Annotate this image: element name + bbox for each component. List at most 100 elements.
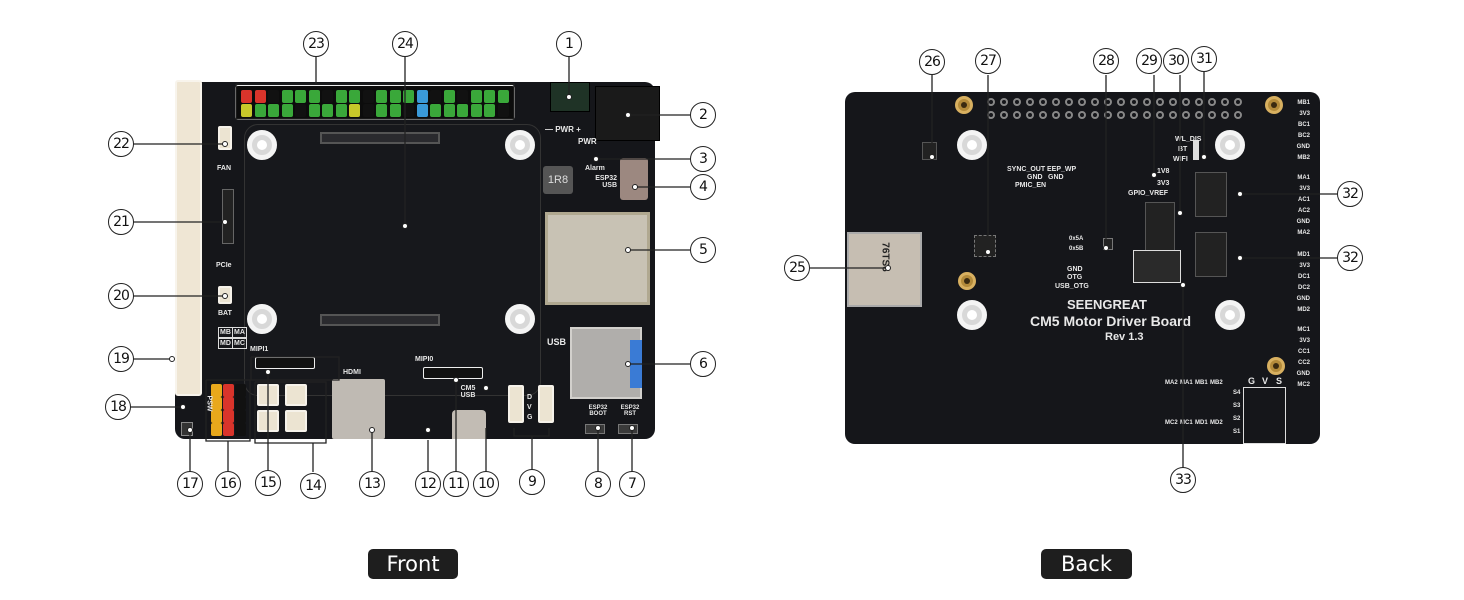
callout-30: 30 bbox=[1163, 48, 1189, 74]
inductor: 1R8 bbox=[543, 166, 573, 194]
callout-8: 8 bbox=[585, 471, 611, 497]
gpio-pin bbox=[322, 90, 333, 103]
dip-switch[interactable] bbox=[1133, 250, 1181, 283]
gpio-pin bbox=[349, 90, 360, 103]
mount-hole bbox=[505, 130, 535, 160]
gpio-pin bbox=[295, 90, 306, 103]
callout-27: 27 bbox=[975, 48, 1001, 74]
motor-connector-d bbox=[285, 410, 307, 432]
callout-7: 7 bbox=[619, 471, 645, 497]
psw-label: PSW bbox=[205, 395, 213, 412]
gpio-pin bbox=[484, 104, 495, 117]
servo-pin bbox=[211, 410, 222, 423]
callout-5: 5 bbox=[690, 237, 716, 263]
callout-16: 16 bbox=[215, 471, 241, 497]
motor-pin-label: MC2 bbox=[1165, 420, 1178, 426]
brass-standoff bbox=[955, 96, 973, 114]
header-hole bbox=[1091, 111, 1099, 119]
usb-label: USB bbox=[547, 337, 567, 347]
callout-13: 13 bbox=[359, 471, 385, 497]
servo-pin bbox=[211, 423, 222, 436]
motor-pin-label: MD2 bbox=[1210, 420, 1223, 426]
front-label: Front bbox=[368, 549, 458, 579]
servo-row-label: S4 bbox=[1233, 390, 1241, 396]
header-hole bbox=[1234, 98, 1242, 106]
back-board: 76TS6 SYNC_OUT EEP_WP GND GND PMIC_EN 1V… bbox=[845, 92, 1320, 444]
revision-label: Rev 1.3 bbox=[1105, 331, 1144, 343]
pcie-label: PCIe bbox=[216, 262, 232, 269]
motor-grid-mb: MB bbox=[218, 327, 233, 338]
motor-connector-b bbox=[285, 384, 307, 406]
right-pin-label: CC1 bbox=[1297, 349, 1310, 355]
right-pin-label: 3V3 bbox=[1299, 263, 1310, 269]
motor-driver-chip-2 bbox=[1195, 232, 1227, 277]
servo-pin bbox=[211, 384, 222, 397]
wl-bt-wifi-jumper[interactable] bbox=[1193, 140, 1199, 160]
gpio-pin bbox=[349, 104, 360, 117]
power-switch[interactable] bbox=[181, 422, 193, 436]
header-hole bbox=[1104, 111, 1112, 119]
3v3-label: 3V3 bbox=[1157, 180, 1170, 187]
motor-pin-label: MB1 bbox=[1195, 380, 1208, 386]
callout-11: 11 bbox=[443, 471, 469, 497]
right-pin-label: GND bbox=[1296, 219, 1310, 225]
callout-31: 31 bbox=[1191, 46, 1217, 72]
gpio-pin bbox=[416, 104, 428, 117]
header-hole bbox=[1000, 111, 1008, 119]
servo-pin-grid bbox=[1243, 387, 1286, 444]
right-pin-label: BC2 bbox=[1297, 133, 1310, 139]
gpio-pin bbox=[281, 104, 293, 117]
gpio-pin bbox=[376, 104, 387, 117]
right-pin-label: MC2 bbox=[1297, 382, 1310, 388]
header-hole bbox=[1195, 98, 1203, 106]
header-hole bbox=[1078, 98, 1086, 106]
gpio-pin bbox=[335, 104, 347, 117]
usb-a-port-insert bbox=[630, 340, 642, 388]
esp32-boot-button[interactable] bbox=[585, 424, 605, 434]
servo-pin bbox=[223, 423, 234, 436]
front-board: — PWR + PWR Alarm ESP32 USB 1R8 USB ESP3… bbox=[175, 80, 660, 439]
gpio-pin bbox=[362, 90, 374, 103]
otg-label: OTG bbox=[1067, 274, 1083, 281]
header-hole bbox=[1117, 98, 1125, 106]
callout-18: 18 bbox=[105, 394, 131, 420]
motor-grid-md: MD bbox=[218, 338, 233, 349]
gpio-pin bbox=[268, 104, 279, 117]
callout-17: 17 bbox=[177, 471, 203, 497]
gpio-pin bbox=[443, 104, 455, 117]
brass-standoff bbox=[958, 272, 976, 290]
gnd-a-label: GND bbox=[1027, 174, 1043, 181]
hdmi-label: HDMI bbox=[343, 369, 361, 376]
gpio-pin bbox=[497, 104, 509, 117]
header-hole bbox=[1130, 98, 1138, 106]
servo-row-label: S3 bbox=[1233, 403, 1241, 409]
servo-row-label: S2 bbox=[1233, 416, 1241, 422]
gpio-pin bbox=[416, 90, 428, 103]
gpio-pin bbox=[457, 104, 468, 117]
gpio-pin bbox=[430, 90, 441, 103]
gnd-b-label: GND bbox=[1048, 174, 1064, 181]
motor-grid-mc: MC bbox=[232, 338, 247, 349]
wl-dis-label: WL_DIS bbox=[1175, 136, 1202, 143]
gpio-pin bbox=[281, 90, 293, 103]
bat-connector bbox=[218, 286, 232, 304]
callout-2: 2 bbox=[690, 102, 716, 128]
cm5-socket-area bbox=[244, 124, 541, 396]
gpio-pin bbox=[376, 90, 387, 103]
servo-pin bbox=[235, 423, 246, 436]
header-hole bbox=[1208, 98, 1216, 106]
right-pin-label: GND bbox=[1296, 144, 1310, 150]
servo-header-label: S bbox=[1276, 376, 1283, 386]
motor-grid-ma: MA bbox=[232, 327, 247, 338]
callout-21: 21 bbox=[108, 209, 134, 235]
gpio-pin bbox=[430, 104, 441, 117]
right-pin-label: MA2 bbox=[1297, 230, 1310, 236]
header-hole bbox=[1039, 111, 1047, 119]
callout-28: 28 bbox=[1093, 48, 1119, 74]
servo-pin bbox=[223, 410, 234, 423]
right-pin-label: MD1 bbox=[1297, 252, 1310, 258]
right-pin-label: MD2 bbox=[1297, 307, 1310, 313]
esp32-rst-button[interactable] bbox=[618, 424, 638, 434]
header-hole bbox=[1026, 111, 1034, 119]
mount-hole bbox=[247, 130, 277, 160]
